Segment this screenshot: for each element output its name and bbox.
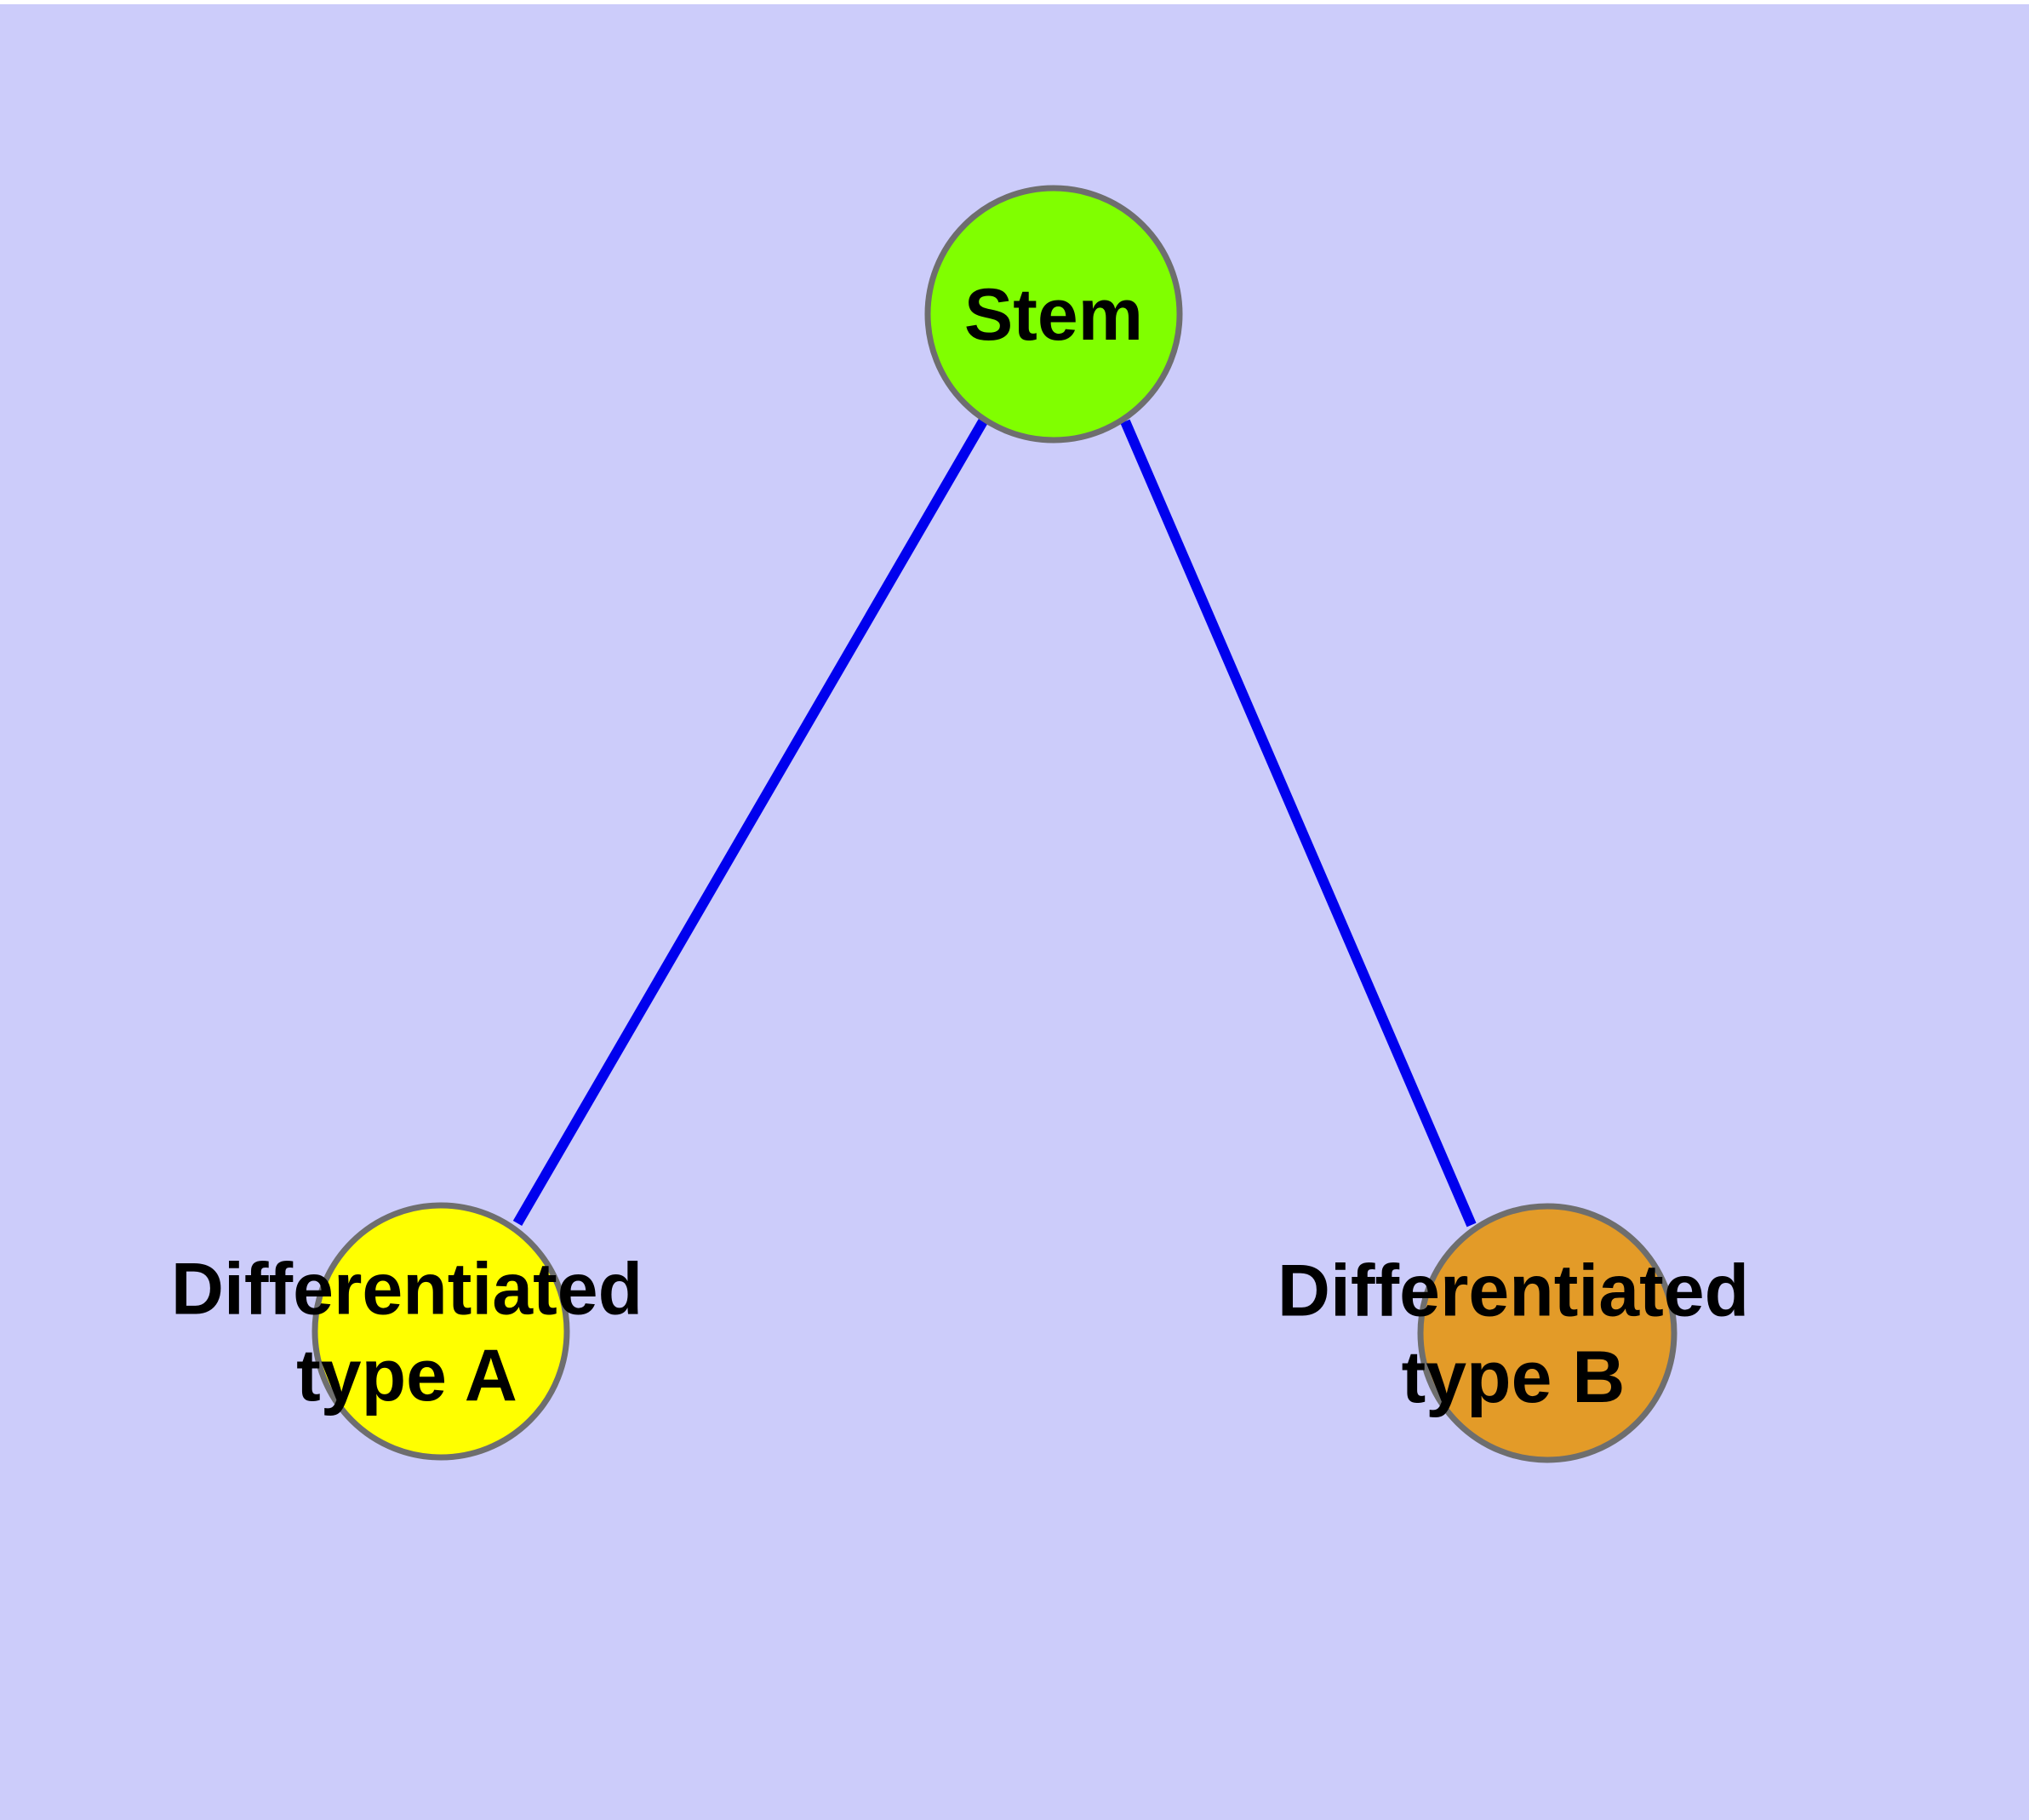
label-line: Differentiated <box>171 1248 643 1330</box>
edge-layer <box>512 418 1477 1228</box>
node-differentiated-type-b[interactable] <box>1417 1203 1677 1463</box>
node-stem[interactable] <box>924 185 1183 444</box>
node-differentiated-type-a[interactable] <box>311 1202 570 1461</box>
label-line: Differentiated <box>1277 1250 1749 1331</box>
label-line: Stem <box>964 274 1143 356</box>
node-layer <box>311 185 1677 1463</box>
edge-stem-to-diff-a[interactable] <box>512 418 988 1227</box>
label-line: type A <box>296 1335 517 1417</box>
label-line: type B <box>1402 1336 1626 1418</box>
node-differentiated-type-a-circle[interactable] <box>311 1202 570 1461</box>
node-stem-circle[interactable] <box>924 185 1183 444</box>
edge-stem-to-diff-b[interactable] <box>1120 419 1477 1228</box>
node-stem-label: Stem <box>964 274 1143 356</box>
node-differentiated-type-b-circle[interactable] <box>1417 1203 1677 1463</box>
